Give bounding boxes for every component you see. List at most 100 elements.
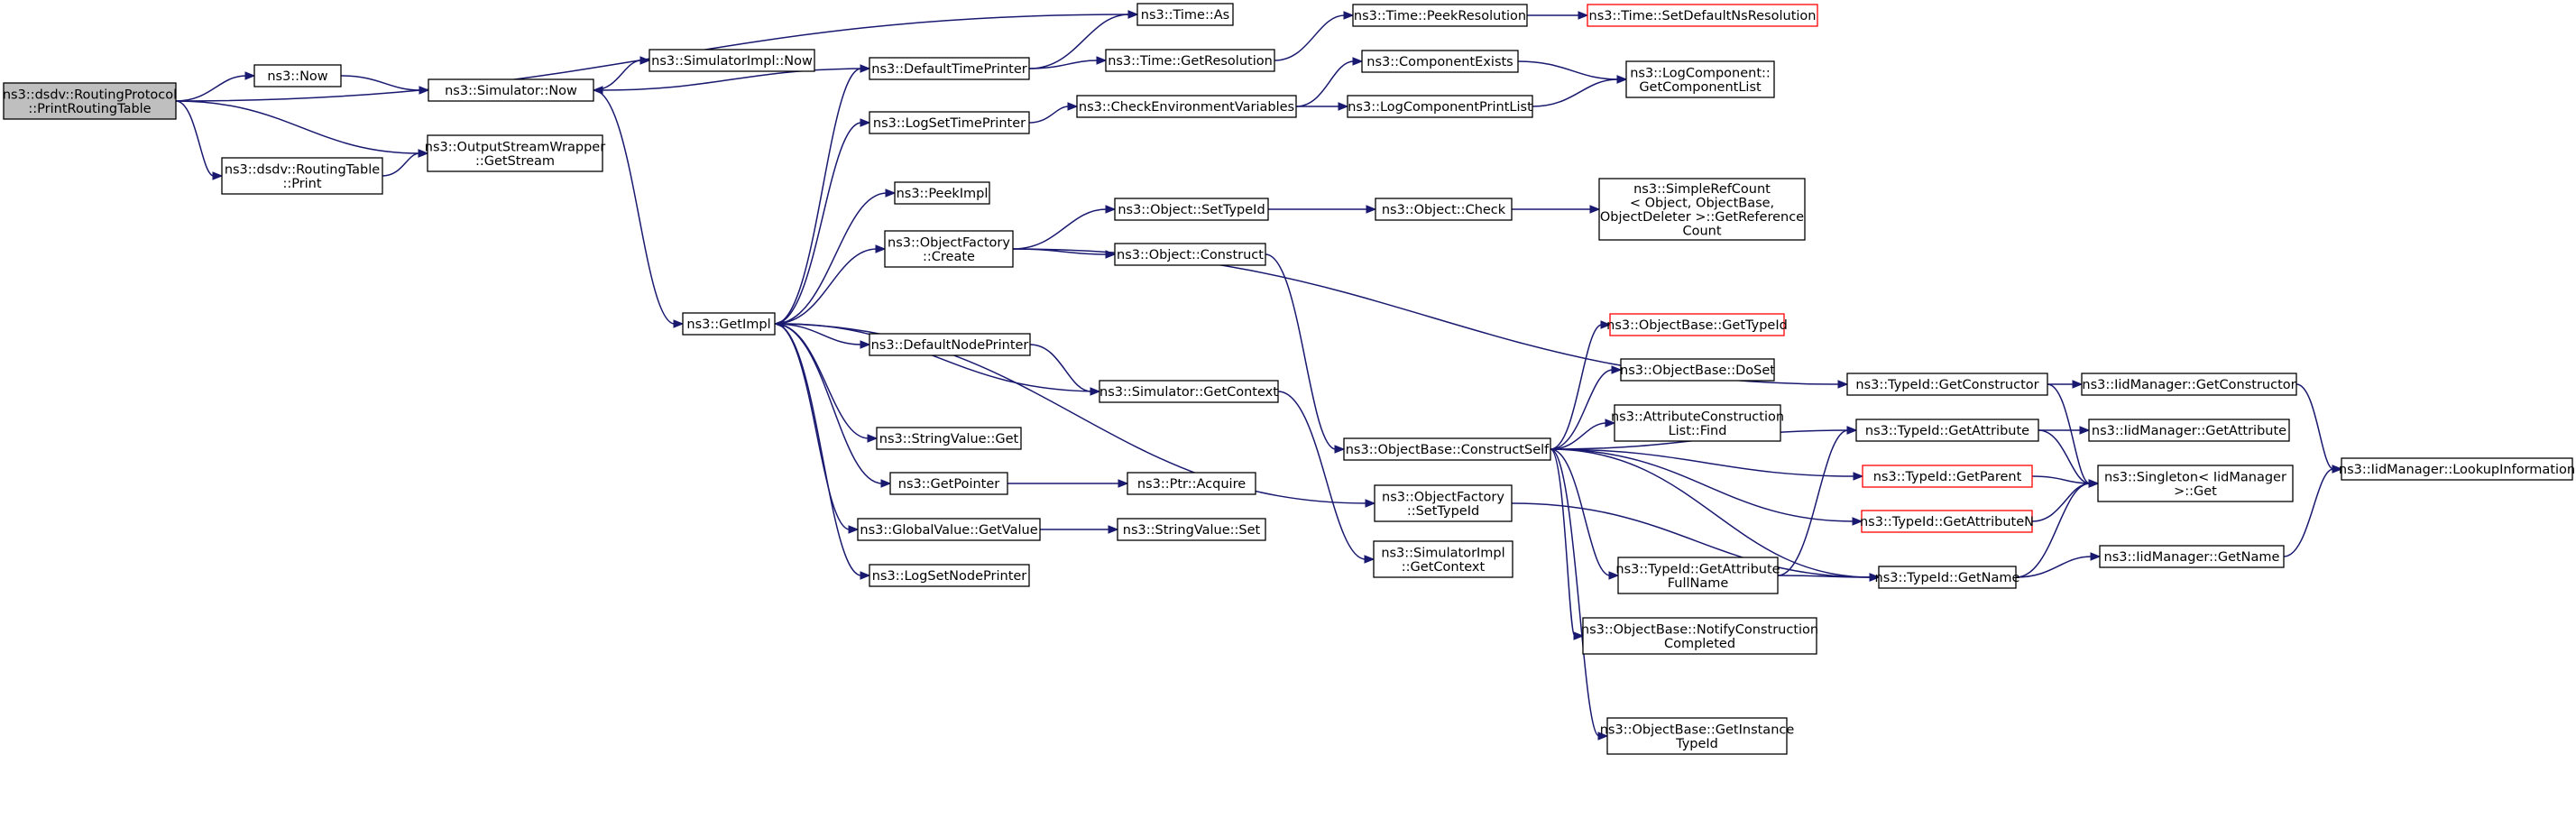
node-box <box>869 111 1030 134</box>
node-ofcreate[interactable]: ns3::ObjectFactory::Create <box>884 230 1014 268</box>
node-objcons[interactable]: ns3::Object::Construct <box>1114 243 1266 266</box>
node-simimplgc[interactable]: ns3::SimulatorImpl::GetContext <box>1373 540 1513 578</box>
node-simgetctx[interactable]: ns3::Simulator::GetContext <box>1099 380 1279 403</box>
node-defnp[interactable]: ns3::DefaultNodePrinter <box>869 333 1031 356</box>
node-logstp[interactable]: ns3::LogSetTimePrinter <box>869 111 1030 134</box>
node-osw[interactable]: ns3::OutputStreamWrapper::GetStream <box>425 134 605 172</box>
node-box <box>894 181 990 205</box>
node-gvget[interactable]: ns3::GlobalValue::GetValue <box>857 518 1041 541</box>
node-iidlookup[interactable]: ns3::IidManager::LookupInformation <box>2339 457 2575 481</box>
node-singleton[interactable]: ns3::Singleton< IidManager >::Get <box>2097 465 2294 502</box>
node-checkenv[interactable]: ns3::CheckEnvironmentVariables <box>1076 95 1297 118</box>
node-label: ::Create <box>923 250 975 264</box>
node-box <box>1878 566 2017 589</box>
edge-iidgc-to-iidlookup <box>2295 383 2343 474</box>
node-logsnp[interactable]: ns3::LogSetNodePrinter <box>869 564 1030 587</box>
node-label: ns3::dsdv::RoutingProtocol <box>3 87 177 102</box>
edge-logcpl-to-logcgcl <box>1532 75 1628 107</box>
edge-simnow-to-getimpl <box>593 89 685 328</box>
edge-tidgafn-to-tidga <box>1777 426 1858 576</box>
node-box <box>1861 510 2033 533</box>
node-tidgp[interactable]: ns3::TypeId::GetParent <box>1862 465 2033 488</box>
node-box <box>1343 437 1551 461</box>
node-box <box>1373 540 1513 578</box>
node-label: ns3::StringValue::Get <box>879 432 1019 446</box>
edge-getimpl-to-logsnp <box>774 323 871 580</box>
node-objcheck[interactable]: ns3::Object::Check <box>1375 198 1513 221</box>
node-timeas[interactable]: ns3::Time::As <box>1136 3 1234 26</box>
node-timegetres[interactable]: ns3::Time::GetResolution <box>1105 49 1275 72</box>
node-compexists[interactable]: ns3::ComponentExists <box>1361 50 1519 73</box>
node-label: ns3::Ptr::Acquire <box>1137 477 1246 492</box>
node-deftp[interactable]: ns3::DefaultTimePrinter <box>869 57 1030 80</box>
node-box <box>1114 198 1269 221</box>
edge-objcheck-to-srcget <box>1511 205 1601 214</box>
node-label: ns3::GetPointer <box>898 477 1000 492</box>
node-strset[interactable]: ns3::StringValue::Set <box>1117 518 1266 541</box>
node-label: ns3::LogComponentPrintList <box>1348 100 1532 115</box>
edge-deftp-to-timegetres <box>1028 56 1108 69</box>
node-obnotify[interactable]: ns3::ObjectBase::NotifyConstructionCompl… <box>1581 617 1818 655</box>
edge-root-to-osw <box>175 100 429 158</box>
node-box <box>1598 178 1806 241</box>
node-now[interactable]: ns3::Now <box>253 64 342 87</box>
edge-tidgan-to-singleton <box>2031 479 2100 522</box>
node-getimpl[interactable]: ns3::GetImpl <box>682 312 776 336</box>
node-box <box>884 230 1014 268</box>
node-rtprint[interactable]: ns3::dsdv::RoutingTable::Print <box>221 157 383 195</box>
node-logcgcl[interactable]: ns3::LogComponent::GetComponentList <box>1625 60 1775 98</box>
node-iidgc[interactable]: ns3::IidManager::GetConstructor <box>2081 373 2297 396</box>
node-peekimpl[interactable]: ns3::PeekImpl <box>894 181 990 205</box>
node-setdefns[interactable]: ns3::Time::SetDefaultNsResolution <box>1587 4 1818 27</box>
node-getptr[interactable]: ns3::GetPointer <box>889 472 1008 495</box>
node-box <box>1606 717 1788 755</box>
node-iidga[interactable]: ns3::IidManager::GetAttribute <box>2088 419 2290 442</box>
edge-getimpl-to-getptr <box>774 323 892 488</box>
node-box <box>1587 4 1818 27</box>
nodes-layer: ns3::dsdv::RoutingProtocol::PrintRouting… <box>3 3 2575 755</box>
node-simimplnow[interactable]: ns3::SimulatorImpl::Now <box>649 49 815 72</box>
node-strget[interactable]: ns3::StringValue::Get <box>876 427 1022 450</box>
node-label: ::Print <box>282 177 321 191</box>
node-box <box>2088 419 2290 442</box>
node-label: ns3::TypeId::GetAttribute <box>1865 424 2029 438</box>
node-root[interactable]: ns3::dsdv::RoutingProtocol::PrintRouting… <box>3 82 177 120</box>
node-box <box>1582 617 1817 655</box>
node-obgtid[interactable]: ns3::ObjectBase::GetTypeId <box>1606 313 1788 336</box>
node-peekres[interactable]: ns3::Time::PeekResolution <box>1352 4 1528 27</box>
node-simnow[interactable]: ns3::Simulator::Now <box>428 78 594 102</box>
node-label: TypeId <box>1675 737 1718 751</box>
edge-tidgn-to-singleton <box>2015 479 2100 578</box>
edge-rtprint-to-osw <box>382 149 429 177</box>
node-label: ns3::ObjectBase::ConstructSelf <box>1346 443 1550 457</box>
node-iidgn[interactable]: ns3::IidManager::GetName <box>2099 545 2285 568</box>
node-obcs[interactable]: ns3::ObjectBase::ConstructSelf <box>1343 437 1551 461</box>
node-tidgn[interactable]: ns3::TypeId::GetName <box>1875 566 2020 589</box>
node-label: List::Find <box>1669 424 1727 438</box>
edge-objcons-to-obcs <box>1265 253 1346 454</box>
node-box <box>1117 518 1266 541</box>
edge-obcs-to-obgitid <box>1550 448 1609 741</box>
node-box <box>1375 198 1513 221</box>
node-ptracq[interactable]: ns3::Ptr::Acquire <box>1127 472 1256 495</box>
edge-getimpl-to-defnp <box>774 323 871 349</box>
node-label: Completed <box>1664 637 1735 651</box>
edge-obcs-to-obdoset <box>1550 365 1623 450</box>
node-label: ns3::SimulatorImpl <box>1381 546 1504 560</box>
node-box <box>1099 380 1279 403</box>
node-tidgan[interactable]: ns3::TypeId::GetAttributeN <box>1860 510 2034 533</box>
node-label: ns3::Simulator::Now <box>445 84 577 98</box>
node-logcpl[interactable]: ns3::LogComponentPrintList <box>1347 95 1533 118</box>
node-label: ns3::ObjectBase::NotifyConstruction <box>1581 622 1818 637</box>
node-label: ns3::TypeId::GetParent <box>1873 470 2022 484</box>
node-label: Count <box>1682 224 1721 238</box>
node-objsettid[interactable]: ns3::Object::SetTypeId <box>1114 198 1269 221</box>
node-obdoset[interactable]: ns3::ObjectBase::DoSet <box>1620 358 1775 382</box>
node-tidga[interactable]: ns3::TypeId::GetAttribute <box>1855 419 2039 442</box>
node-srcget[interactable]: ns3::SimpleRefCount< Object, ObjectBase,… <box>1598 178 1806 241</box>
node-tidgc[interactable]: ns3::TypeId::GetConstructor <box>1846 373 2048 396</box>
node-ofsettid[interactable]: ns3::ObjectFactory::SetTypeId <box>1374 484 1513 522</box>
